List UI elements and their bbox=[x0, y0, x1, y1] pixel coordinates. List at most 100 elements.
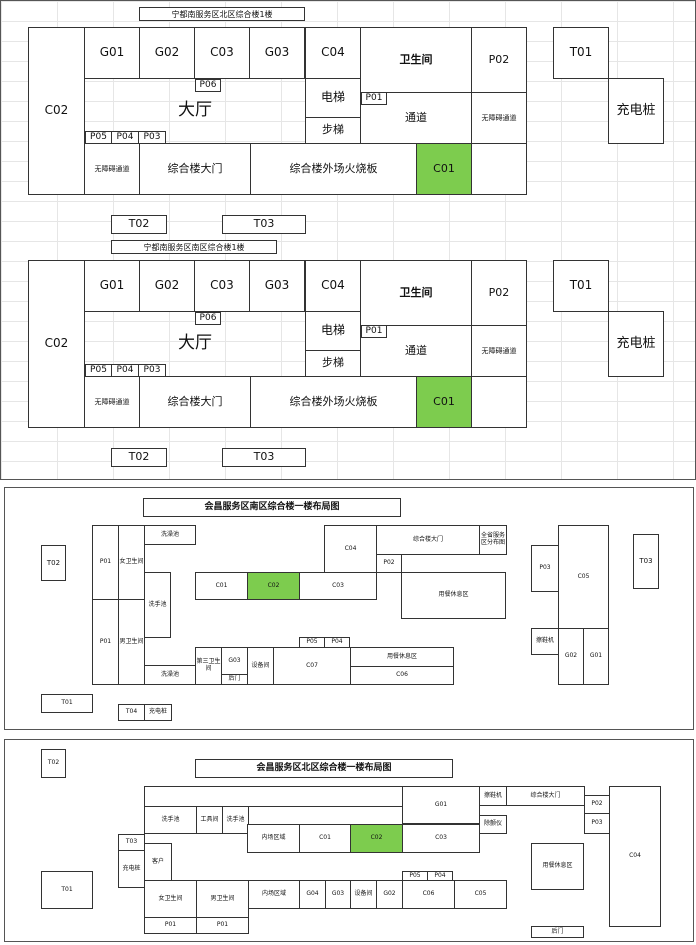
plan1-empty-cell bbox=[471, 143, 527, 195]
huichang-north-panel: 会昌服务区北区综合楼一楼布局图 T02 T01 洗手池 工具间 洗手池 G01 … bbox=[4, 739, 694, 942]
plan4-block-left bbox=[144, 786, 403, 807]
plan3-room-t04: T04 bbox=[118, 704, 145, 721]
plan2-room-t03: T03 bbox=[222, 448, 306, 467]
plan2-room-c01: C01 bbox=[416, 376, 472, 428]
plan3-mop-bottom: 洗澡池 bbox=[144, 665, 196, 685]
plan4-room-t02: T02 bbox=[41, 749, 66, 778]
plan3-room-t02: T02 bbox=[41, 545, 66, 581]
plan3-title: 会昌服务区南区综合楼一楼布局图 bbox=[143, 498, 401, 517]
plan2-room-c04: C04 bbox=[305, 260, 361, 312]
plan2-elevator: 电梯 bbox=[305, 311, 361, 351]
plan2-room-p06: P06 bbox=[195, 312, 221, 325]
plan2-fire-board: 综合楼外场火烧板 bbox=[250, 376, 417, 428]
plan1-stairs: 步梯 bbox=[305, 117, 361, 144]
plan4-shoe-machine: 擦鞋机 bbox=[479, 786, 507, 806]
plan3-room-p01-top: P01 bbox=[92, 525, 119, 600]
plan3-room-c04: C04 bbox=[324, 525, 377, 573]
plan4-sink-right: 洗手池 bbox=[222, 806, 249, 834]
plan1-room-p06: P06 bbox=[195, 79, 221, 92]
plan3-room-t01: T01 bbox=[41, 694, 93, 713]
plan4-tool-room: 工具间 bbox=[196, 806, 223, 834]
plan1-accessible-right: 无障碍通道 bbox=[471, 92, 527, 144]
plan4-back-door: 后门 bbox=[531, 926, 584, 938]
plan3-room-p02: P02 bbox=[376, 554, 402, 573]
huichang-south-panel: 会昌服务区南区综合楼一楼布局图 T02 T03 P01 P01 女卫生间 男卫生… bbox=[4, 487, 694, 730]
plan4-room-c01: C01 bbox=[299, 824, 351, 853]
plan1-accessible-left: 无障碍通道 bbox=[84, 143, 140, 195]
plan3-room-c05: C05 bbox=[558, 525, 609, 629]
plan4-room-g04: G04 bbox=[299, 880, 326, 909]
plan1-toilet: 卫生间 bbox=[360, 27, 472, 93]
plan4-equipment: 设备间 bbox=[350, 880, 377, 909]
plan2-stairs: 步梯 bbox=[305, 350, 361, 377]
plan4-room-c05: C05 bbox=[454, 880, 507, 909]
plan1-room-c02: C02 bbox=[28, 27, 85, 195]
plan2-accessible-left: 无障碍通道 bbox=[84, 376, 140, 428]
plan3-room-c06: C06 bbox=[350, 666, 454, 685]
plan1-title: 宁都南服务区北区综合楼1楼 bbox=[139, 7, 305, 21]
plan2-room-t02: T02 bbox=[111, 448, 167, 467]
plan4-room-c04: C04 bbox=[609, 786, 661, 927]
plan4-main-gate: 综合楼大门 bbox=[506, 786, 585, 806]
plan1-room-g03: G03 bbox=[249, 27, 305, 79]
plan2-title: 宁都南服务区南区综合楼1楼 bbox=[111, 240, 277, 254]
plan4-title: 会昌服务区北区综合楼一楼布局图 bbox=[195, 759, 453, 778]
plan2-room-p01: P01 bbox=[361, 325, 387, 338]
plan3-third-toilet: 第三卫生间 bbox=[195, 647, 222, 685]
plan1-room-t01: T01 bbox=[553, 27, 609, 79]
plan2-room-c02: C02 bbox=[28, 260, 85, 428]
plan1-room-t03: T03 bbox=[222, 215, 306, 234]
plan4-inner-area-top: 内场区域 bbox=[247, 824, 300, 853]
plan2-room-g03: G03 bbox=[249, 260, 305, 312]
plan3-service-map: 全省服务区分布图 bbox=[479, 525, 507, 555]
plan4-wc-female: 女卫生间 bbox=[144, 880, 197, 918]
plan4-disinfector: 除颤仪 bbox=[479, 815, 507, 834]
plan3-dining-bottom: 用餐休息区 bbox=[350, 647, 454, 667]
plan4-room-p02: P02 bbox=[584, 795, 610, 814]
plan3-room-c01: C01 bbox=[195, 572, 248, 600]
plan4-room-g03: G03 bbox=[325, 880, 351, 909]
plan4-room-p01-right: P01 bbox=[196, 917, 249, 934]
plan4-room-p01-left: P01 bbox=[144, 917, 197, 934]
plan4-sink-left: 洗手池 bbox=[144, 806, 197, 834]
plan1-elevator: 电梯 bbox=[305, 78, 361, 118]
plan4-room-c06: C06 bbox=[402, 880, 455, 909]
plan4-room-p03: P03 bbox=[584, 813, 610, 834]
plan1-room-g01: G01 bbox=[84, 27, 140, 79]
plan4-room-g02: G02 bbox=[376, 880, 403, 909]
plan2-room-g02: G02 bbox=[139, 260, 195, 312]
plan4-room-c02: C02 bbox=[350, 824, 403, 853]
plan2-accessible-right: 无障碍通道 bbox=[471, 325, 527, 377]
plan4-room-c03: C03 bbox=[402, 824, 480, 853]
plan2-empty-cell bbox=[471, 376, 527, 428]
plan1-room-p02: P02 bbox=[471, 27, 527, 93]
plan3-room-p03: P03 bbox=[531, 545, 559, 592]
plan3-back-door: 后门 bbox=[221, 674, 248, 685]
plan3-charging: 充电桩 bbox=[144, 704, 172, 721]
plan4-charging: 充电桩 bbox=[118, 850, 145, 888]
plan3-dining-top: 用餐休息区 bbox=[401, 572, 506, 619]
plan2-room-p02: P02 bbox=[471, 260, 527, 326]
plan3-room-g03: G03 bbox=[221, 647, 248, 675]
plan3-room-g02: G02 bbox=[558, 628, 584, 685]
plan1-hall: 大厅 bbox=[178, 100, 212, 121]
plan3-room-c02: C02 bbox=[247, 572, 300, 600]
plan4-dining: 用餐休息区 bbox=[531, 843, 584, 890]
plan4-room-g01: G01 bbox=[402, 786, 480, 824]
plan3-wc-male: 男卫生间 bbox=[118, 599, 145, 685]
plan2-room-c03: C03 bbox=[194, 260, 250, 312]
plan3-room-g01: G01 bbox=[583, 628, 609, 685]
plan3-room-c07: C07 bbox=[273, 647, 351, 685]
plan1-fire-board: 综合楼外场火烧板 bbox=[250, 143, 417, 195]
plan3-sink: 洗手池 bbox=[144, 572, 171, 638]
plan3-room-p01-bottom: P01 bbox=[92, 599, 119, 685]
plan4-room-t03: T03 bbox=[118, 834, 145, 851]
plan1-charging: 充电桩 bbox=[608, 78, 664, 144]
plan4-room-t01: T01 bbox=[41, 871, 93, 909]
plan2-room-g01: G01 bbox=[84, 260, 140, 312]
plan2-toilet: 卫生间 bbox=[360, 260, 472, 326]
plan2-main-gate: 综合楼大门 bbox=[139, 376, 251, 428]
plan2-hall: 大厅 bbox=[178, 333, 212, 354]
plan3-room-t03: T03 bbox=[633, 534, 659, 589]
plan4-wc-male: 男卫生间 bbox=[196, 880, 249, 918]
